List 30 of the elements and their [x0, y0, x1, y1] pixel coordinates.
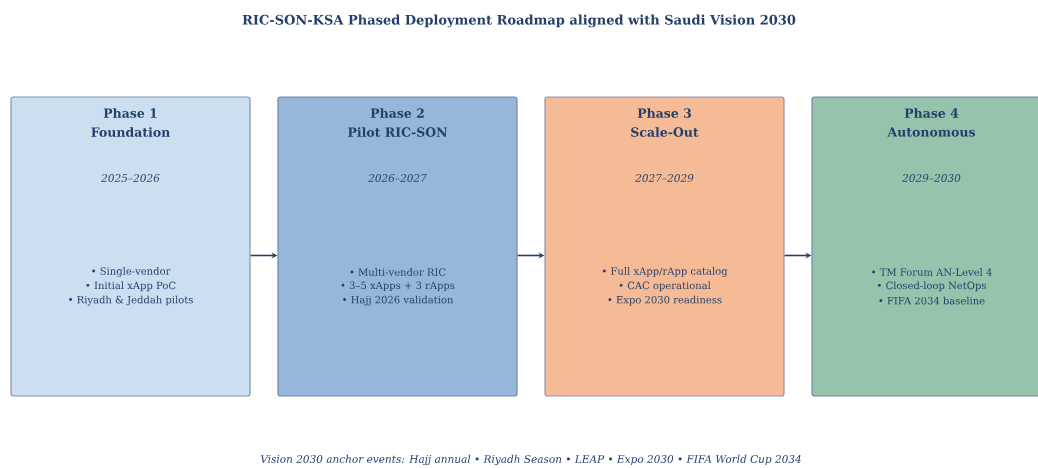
phase-heading: Phase 1 — [103, 108, 157, 118]
bullet-item: • Multi-vendor RIC — [350, 268, 446, 276]
year-range: 2027–2029 — [635, 174, 694, 182]
phase-box — [811, 96, 1038, 397]
year-range: 2025–2026 — [101, 174, 160, 182]
bullet-item: • Initial xApp PoC — [86, 281, 176, 292]
bullet-item: • Expo 2030 readiness — [608, 295, 722, 306]
bullet-item: • Hajj 2026 validation — [343, 295, 454, 306]
bullet-item: • CAC operational — [619, 281, 711, 292]
phase-heading: Scale-Out — [631, 127, 699, 137]
phase-heading: Phase 4 — [904, 108, 959, 118]
bullet-item: • Closed-loop NetOps — [878, 281, 986, 292]
phase-box — [544, 96, 785, 397]
bullet-item: • 3–5 xApps + 3 rApps — [341, 281, 455, 292]
phase-box — [10, 96, 251, 397]
bullet-item: • Riyadh & Jeddah pilots — [69, 295, 193, 306]
phase-heading: Phase 2 — [370, 108, 424, 118]
year-range: 2026–2027 — [368, 174, 427, 182]
phase-heading: Pilot RIC-SON — [348, 127, 448, 137]
title: RIC-SON-KSA Phased Deployment Roadmap aligned with Saudi Vision 2030 — [242, 14, 796, 28]
bullet-item: • Single-vendor — [92, 267, 171, 277]
phase-box — [277, 96, 518, 397]
phase-heading: Foundation — [91, 127, 170, 137]
phase-heading: Autonomous — [887, 127, 975, 137]
bullet-item: • FIFA 2034 baseline — [879, 296, 985, 305]
year-range: 2029–2030 — [902, 174, 961, 182]
caption: Vision 2030 anchor events: Hajj annual • Riyadh Season • LEAP • Expo 2030 • FIFA World Cup 2034 — [260, 454, 801, 466]
bullet-item: • TM Forum AN-Level 4 — [872, 268, 992, 276]
bullet-item: • Full xApp/rApp catalog — [602, 267, 728, 277]
phase-heading: Phase 3 — [637, 108, 691, 118]
